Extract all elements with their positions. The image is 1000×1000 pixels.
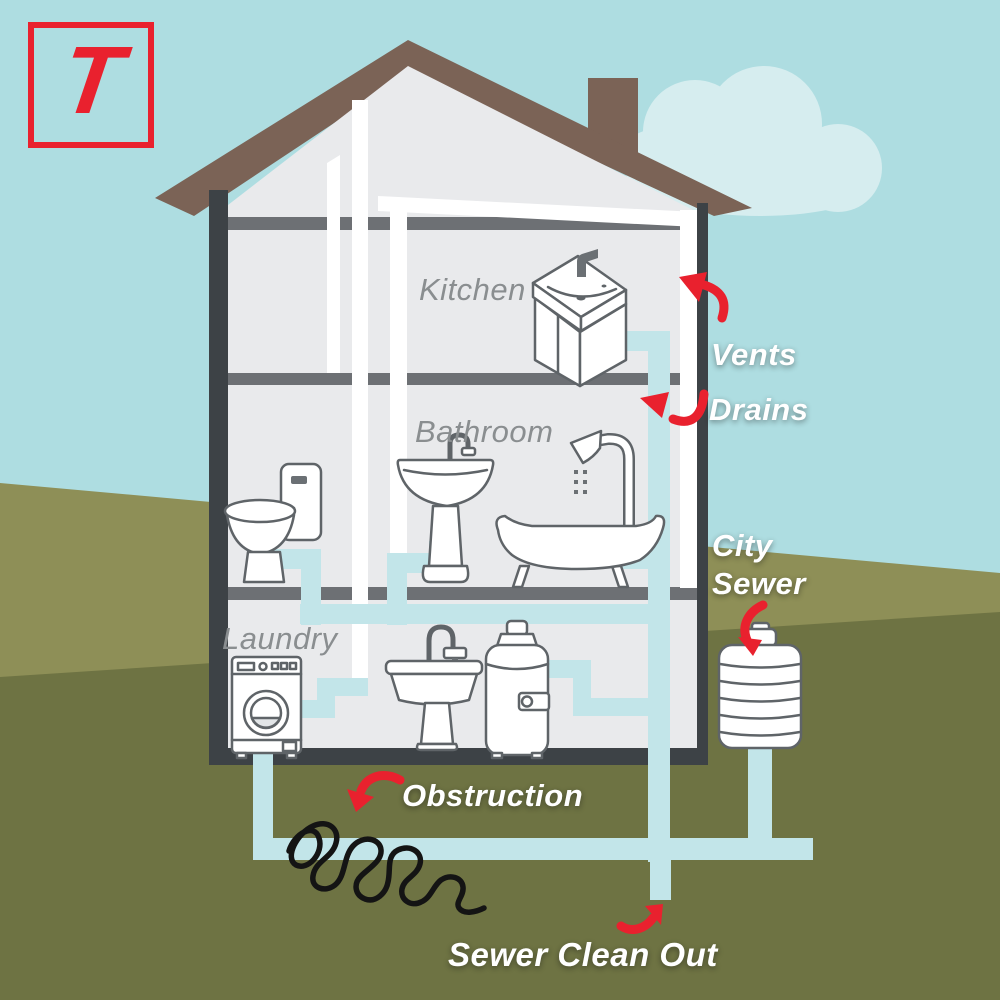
- vents-arrow-icon: [679, 272, 729, 323]
- washer-main-drop: [253, 735, 273, 860]
- vents-label: Vents: [711, 337, 797, 372]
- house-right-wall: [697, 203, 708, 765]
- kitchen-room-label: Kitchen: [419, 272, 526, 307]
- attic-diagonal-vent: [378, 196, 697, 227]
- bathroom-floor-slab: [228, 587, 697, 600]
- secondary-vent-stack: [390, 200, 407, 565]
- thin-vent-pipe: [327, 155, 340, 373]
- right-drain-stack: [648, 331, 670, 862]
- house-foundation: [209, 748, 708, 765]
- water-heater-branch-h2: [573, 698, 668, 716]
- utility-sink-icon: [384, 624, 484, 752]
- shower-head-icon: [569, 429, 603, 465]
- city-sewer-arrow-icon: [738, 600, 768, 656]
- obstruction-label: Obstruction: [402, 778, 584, 813]
- kitchen-floor-slab: [228, 373, 697, 385]
- right-wall-vent: [680, 210, 697, 588]
- washer-branch-h2: [317, 678, 368, 696]
- sewer-cleanout-stub: [650, 860, 671, 900]
- kitchen-sink-icon: [531, 249, 628, 388]
- bathtub-shower-icon: [495, 429, 666, 589]
- cloud-icon: [622, 66, 882, 216]
- drains-arrow-icon: [640, 389, 709, 426]
- kitchen-faucet-icon: [577, 249, 598, 277]
- washing-machine-icon: [230, 655, 303, 760]
- callout-arrows: [347, 272, 768, 934]
- pedestal-sink-icon: [396, 432, 495, 584]
- brand-logo-letter: T: [54, 27, 129, 134]
- toilet-icon: [223, 462, 323, 584]
- laundry-room-label: Laundry: [222, 621, 338, 656]
- drains-label: Drains: [709, 392, 809, 427]
- city-sewer-drop: [748, 742, 772, 840]
- house-left-wall: [209, 190, 228, 765]
- sewer-clean-out-label: Sewer Clean Out: [448, 936, 718, 973]
- obstruction-clog-icon: [286, 820, 487, 915]
- main-vent-stack: [352, 100, 368, 680]
- sewer-clean-out-arrow-icon: [616, 904, 663, 934]
- water-heater-icon: [484, 619, 551, 760]
- obstruction-arrow-icon: [347, 771, 405, 812]
- city-sewer-label: City Sewer: [712, 528, 806, 601]
- laundry-ceiling-run: [300, 604, 668, 624]
- bathroom-room-label: Bathroom: [415, 414, 554, 449]
- brand-logo: T: [28, 22, 154, 148]
- floor-slabs: [228, 217, 697, 600]
